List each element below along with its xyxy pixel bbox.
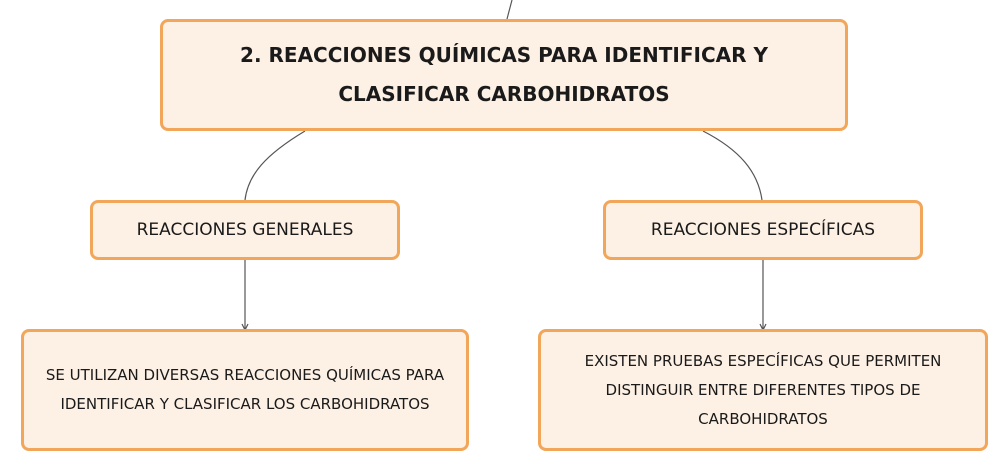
subtopic-reacciones-generales[interactable]: REACCIONES GENERALES [90, 200, 400, 260]
subtopic-reacciones-especificas[interactable]: REACCIONES ESPECÍFICAS [603, 200, 923, 260]
detail-generales-text: SE UTILIZAN DIVERSAS REACCIONES QUÍMICAS… [45, 366, 445, 413]
root-topic-node[interactable]: 2. REACCIONES QUÍMICAS PARA IDENTIFICAR … [160, 19, 848, 131]
detail-generales-node[interactable]: SE UTILIZAN DIVERSAS REACCIONES QUÍMICAS… [21, 329, 469, 451]
subtopic-especificas-label: REACCIONES ESPECÍFICAS [650, 220, 876, 240]
connector-root-to-generales [244, 130, 306, 201]
connector-root-to-especificas [702, 130, 763, 201]
subtopic-generales-label: REACCIONES GENERALES [136, 220, 354, 240]
incoming-connector [506, 0, 513, 20]
detail-especificas-node[interactable]: EXISTEN PRUEBAS ESPECÍFICAS QUE PERMITEN… [538, 329, 988, 451]
detail-especificas-text: EXISTEN PRUEBAS ESPECÍFICAS QUE PERMITEN… [584, 351, 942, 428]
root-topic-label: 2. REACCIONES QUÍMICAS PARA IDENTIFICAR … [240, 43, 768, 106]
